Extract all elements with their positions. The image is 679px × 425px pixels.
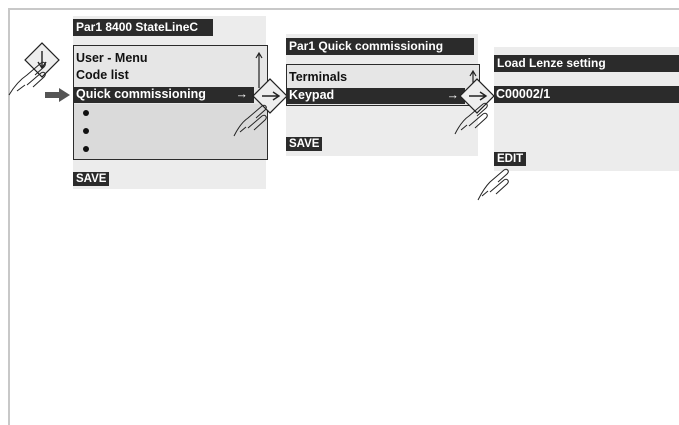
right-arrow-icon: → — [235, 87, 249, 101]
edit-button[interactable]: EDIT — [494, 152, 527, 166]
save-button[interactable]: SAVE — [73, 172, 110, 186]
list-bullet — [83, 128, 89, 134]
pointer-arrow-icon — [45, 88, 70, 102]
screen-frame — [8, 8, 679, 425]
right-arrow-icon: → — [446, 88, 460, 102]
menu-item-quick-commissioning[interactable]: Quick commissioning → — [74, 87, 254, 103]
menu-item-terminals[interactable]: Terminals — [289, 70, 348, 84]
menu-item-user-menu[interactable]: User - Menu — [76, 51, 148, 65]
panel1-title: Par1 8400 StateLineC — [73, 19, 213, 36]
down-key-icon[interactable] — [22, 40, 62, 80]
hand-pointer-icon — [454, 102, 488, 135]
right-key-icon[interactable] — [250, 76, 290, 116]
panel3-title: Load Lenze setting — [494, 55, 679, 72]
panel2-title: Par1 Quick commissioning — [286, 38, 474, 55]
menu-item-label: Keypad — [289, 88, 335, 102]
save-button[interactable]: SAVE — [286, 137, 323, 151]
panel1-lower-area — [74, 104, 267, 159]
code-field[interactable]: C00002/1 — [494, 86, 679, 103]
menu-item-keypad[interactable]: Keypad → — [287, 88, 465, 104]
list-bullet — [83, 146, 89, 152]
menu-item-label: Quick commissioning — [76, 87, 206, 101]
scrollbar-icon — [255, 51, 263, 88]
list-bullet — [83, 110, 89, 116]
right-key-icon[interactable] — [457, 76, 497, 116]
hand-pointer-icon — [8, 61, 46, 96]
hand-pointer-icon — [477, 168, 509, 201]
hand-pointer-icon — [233, 104, 267, 137]
menu-item-code-list[interactable]: Code list — [76, 68, 129, 82]
